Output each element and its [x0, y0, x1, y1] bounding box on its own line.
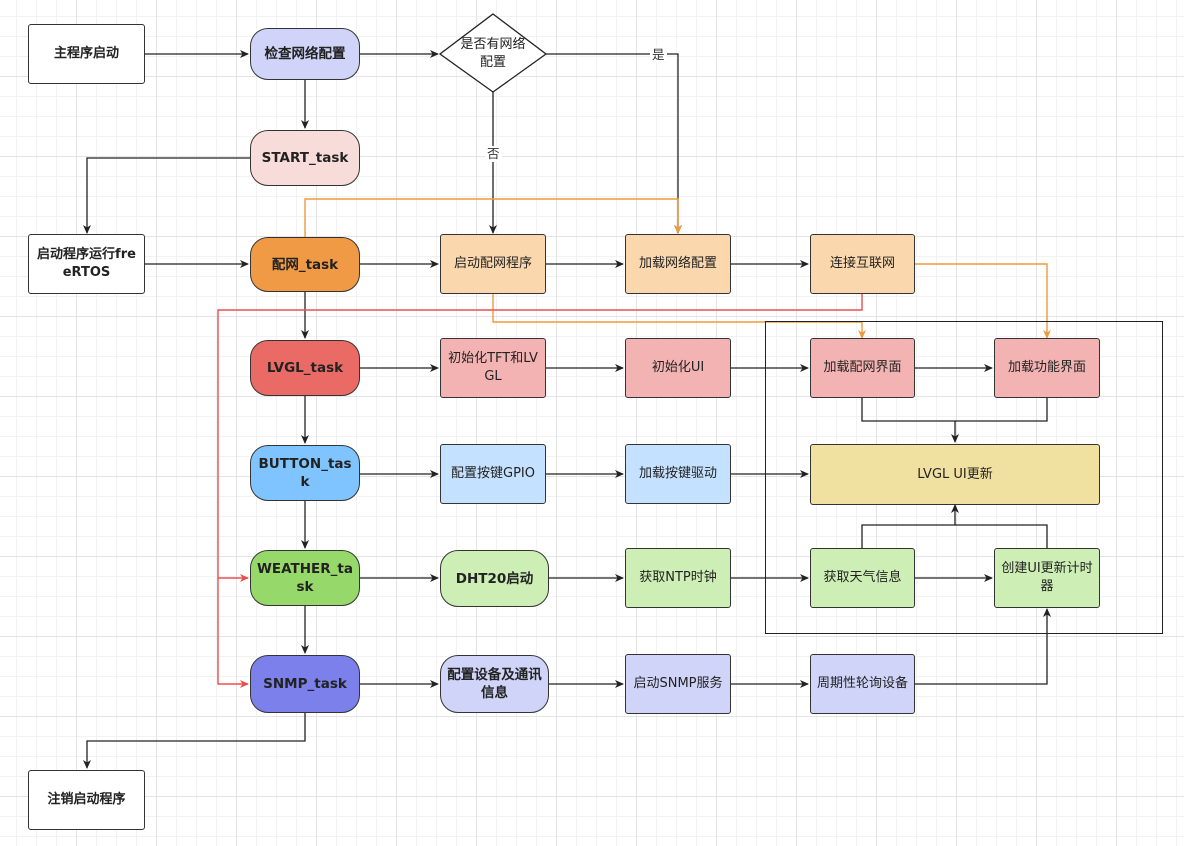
- edge-decision-yes: [546, 53, 682, 234]
- lvgl-ui-update-node[interactable]: LVGL UI更新: [810, 444, 1100, 505]
- get-ntp-node[interactable]: 获取NTP时钟: [625, 548, 731, 608]
- edge-label-yes: 是: [650, 47, 667, 63]
- edge-poll-to-timer: [915, 608, 1051, 685]
- edge-orange-netcfg-to-load: [304, 198, 682, 238]
- start-netcfg-node[interactable]: 启动配网程序: [440, 234, 546, 294]
- load-netcfg-node[interactable]: 加载网络配置: [625, 234, 731, 294]
- load-func-ui-node[interactable]: 加载功能界面: [994, 338, 1100, 398]
- edge-func-ui-to-update: [955, 398, 1048, 422]
- poll-device-node[interactable]: 周期性轮询设备: [810, 654, 915, 714]
- cfg-device-node[interactable]: 配置设备及通讯信息: [440, 655, 549, 713]
- edge-label-no: 否: [485, 146, 502, 162]
- init-ui-node[interactable]: 初始化UI: [625, 338, 731, 398]
- edge-red-connect-to-weather: [217, 294, 863, 582]
- weather-task-node[interactable]: WEATHER_task: [250, 550, 360, 606]
- edge-red-to-snmp: [217, 578, 249, 688]
- cfg-button-node[interactable]: 配置按键GPIO: [440, 444, 546, 504]
- netcfg-task-node[interactable]: 配网_task: [250, 237, 360, 292]
- decision-label: 是否有网络配置: [460, 37, 526, 70]
- start-task-node[interactable]: START_task: [250, 130, 360, 186]
- main-start-node[interactable]: 主程序启动: [28, 24, 145, 84]
- start-snmp-node[interactable]: 启动SNMP服务: [625, 654, 731, 714]
- snmp-task-node[interactable]: SNMP_task: [250, 655, 360, 713]
- edge-timer-to-update: [955, 524, 1048, 548]
- load-button-node[interactable]: 加载按键驱动: [625, 444, 731, 504]
- check-net-node[interactable]: 检查网络配置: [250, 28, 360, 80]
- lvgl-task-node[interactable]: LVGL_task: [250, 340, 360, 396]
- create-timer-node[interactable]: 创建UI更新计时器: [994, 548, 1100, 608]
- edge-snmp-to-end: [83, 713, 306, 769]
- button-task-node[interactable]: BUTTON_task: [250, 445, 360, 501]
- edge-orange-connect-to-func-ui: [915, 263, 1051, 339]
- edge-weather-info-to-update: [861, 504, 959, 548]
- ui-group-box: [765, 321, 1163, 634]
- load-netcfg-ui-node[interactable]: 加载配网界面: [810, 338, 915, 398]
- edge-netcfg-ui-to-update: [861, 398, 959, 443]
- end-program-node[interactable]: 注销启动程序: [28, 770, 145, 830]
- connect-net-node[interactable]: 连接互联网: [810, 234, 915, 294]
- freertos-node[interactable]: 启动程序运行freeRTOS: [28, 234, 145, 294]
- dht20-node[interactable]: DHT20启动: [440, 550, 549, 607]
- edge-orange-start-netcfg-to-netcfg-ui: [492, 294, 866, 339]
- init-tft-node[interactable]: 初始化TFT和LVGL: [440, 338, 546, 398]
- get-weather-node[interactable]: 获取天气信息: [810, 548, 915, 608]
- edge-start-task-to-freertos: [83, 157, 250, 234]
